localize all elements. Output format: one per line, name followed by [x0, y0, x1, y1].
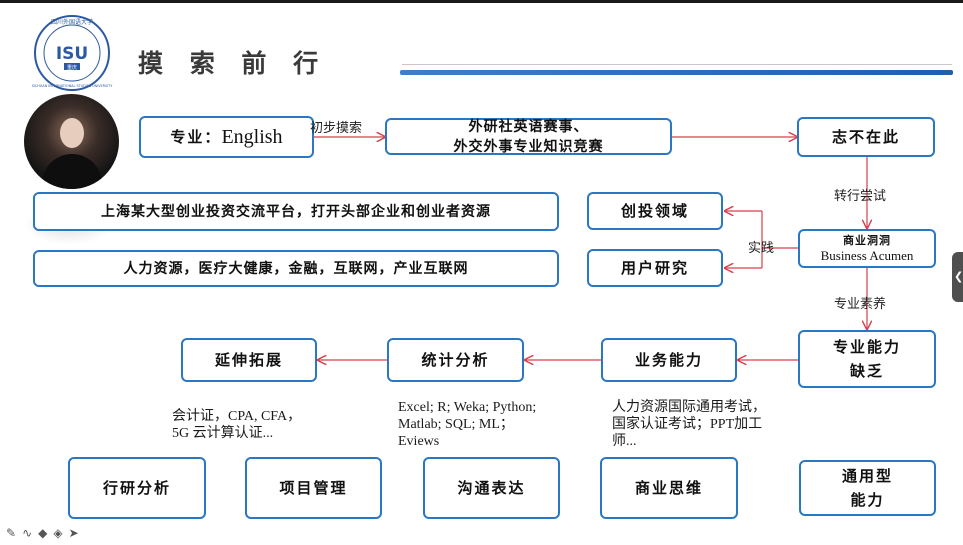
top-border: [0, 0, 963, 3]
node-industries: 人力资源，医疗大健康，金融，互联网，产业互联网: [33, 250, 559, 287]
node-biz-acumen-en: Business Acumen: [820, 248, 914, 263]
node-stats-analysis: 统计分析: [387, 338, 524, 382]
note-hr-line1: 人力资源国际通用考试，: [612, 400, 766, 415]
side-panel-toggle[interactable]: ❮: [952, 252, 963, 302]
node-fltrp: 外研社英语赛事、 外交外事专业知识竞赛: [385, 118, 672, 155]
node-extend: 延伸拓展: [181, 338, 317, 382]
node-industry-research: 行研分析: [68, 457, 206, 519]
note-certificates: 会计证，CPA, CFA， 5G 云计算认证...: [172, 408, 301, 442]
node-project-management: 项目管理: [245, 457, 382, 519]
ink-icon[interactable]: ∿: [22, 526, 33, 540]
presenter-avatar: [24, 94, 119, 189]
node-not-here: 志不在此: [797, 117, 935, 157]
note-cert-line2: 5G 云计算认证...: [172, 426, 274, 441]
chevron-left-icon: ❮: [954, 270, 963, 283]
node-major: 专业：English: [139, 116, 314, 158]
node-fltrp-line1: 外研社英语赛事、: [468, 118, 589, 135]
node-biz-acumen: 商业洞洞 Business Acumen: [798, 229, 936, 268]
note-hr-line3: 师...: [612, 434, 637, 449]
node-communication: 沟通表达: [423, 457, 560, 519]
title-rule-bar: [400, 70, 953, 75]
note-tools-line2: Matlab; SQL; ML；: [398, 417, 514, 432]
node-lack-line2: 缺乏: [849, 362, 884, 380]
svg-text:SICHUAN INTERNATIONAL STUDIES: SICHUAN INTERNATIONAL STUDIES UNIVERSITY: [32, 84, 113, 88]
node-user-research: 用户研究: [587, 249, 723, 287]
node-general-line1: 通用型: [841, 467, 893, 485]
page-title: 摸 索 前 行: [138, 49, 328, 78]
node-lack-professional: 专业能力 缺乏: [798, 330, 936, 388]
edge-label-practice: 实践: [748, 241, 775, 256]
note-hr-line2: 国家认证考试；PPT加工: [612, 417, 763, 432]
eraser-icon[interactable]: ◈: [53, 526, 63, 540]
title-rule-thin: [402, 64, 952, 65]
node-shanghai-platform: 上海某大型创业投资交流平台，打开头部企业和创业者资源: [33, 192, 559, 231]
presenter-toolbar: ✎ ∿ ◆ ◈ ➤: [6, 526, 79, 540]
node-major-value: English: [221, 126, 283, 148]
node-vc-field: 创投领域: [587, 192, 723, 230]
node-business-thinking: 商业思维: [600, 457, 738, 519]
node-business-ability: 业务能力: [601, 338, 737, 382]
node-lack-line1: 专业能力: [832, 338, 901, 356]
edge-label-literacy: 专业素养: [834, 297, 887, 312]
svg-text:四川外国语大学: 四川外国语大学: [51, 18, 93, 26]
node-fltrp-line2: 外交外事专业知识竞赛: [453, 138, 604, 155]
edge-label-explore: 初步摸索: [310, 121, 363, 136]
note-tools: Excel; R; Weka; Python; Matlab; SQL; ML；…: [398, 399, 536, 450]
highlighter-icon[interactable]: ◆: [38, 526, 48, 540]
node-general-line2: 能力: [850, 491, 885, 509]
node-major-prefix: 专业：: [170, 128, 222, 146]
node-biz-acumen-zh: 商业洞洞: [843, 234, 891, 247]
pointer-icon[interactable]: ➤: [68, 526, 79, 540]
svg-text:ISU: ISU: [56, 44, 88, 64]
svg-text:重庆: 重庆: [67, 64, 77, 71]
note-hr-exams: 人力资源国际通用考试， 国家认证考试；PPT加工 师...: [612, 399, 766, 450]
note-tools-line1: Excel; R; Weka; Python;: [398, 400, 537, 415]
university-logo: 四川外国语大学 ISU 重庆 SICHUAN INTERNATIONAL STU…: [32, 15, 113, 91]
edge-label-switch: 转行尝试: [834, 189, 887, 204]
pen-icon[interactable]: ✎: [6, 526, 17, 540]
note-tools-line3: Eviews: [398, 434, 440, 449]
note-cert-line1: 会计证，CPA, CFA，: [172, 409, 302, 424]
node-general-ability: 通用型 能力: [799, 460, 936, 516]
